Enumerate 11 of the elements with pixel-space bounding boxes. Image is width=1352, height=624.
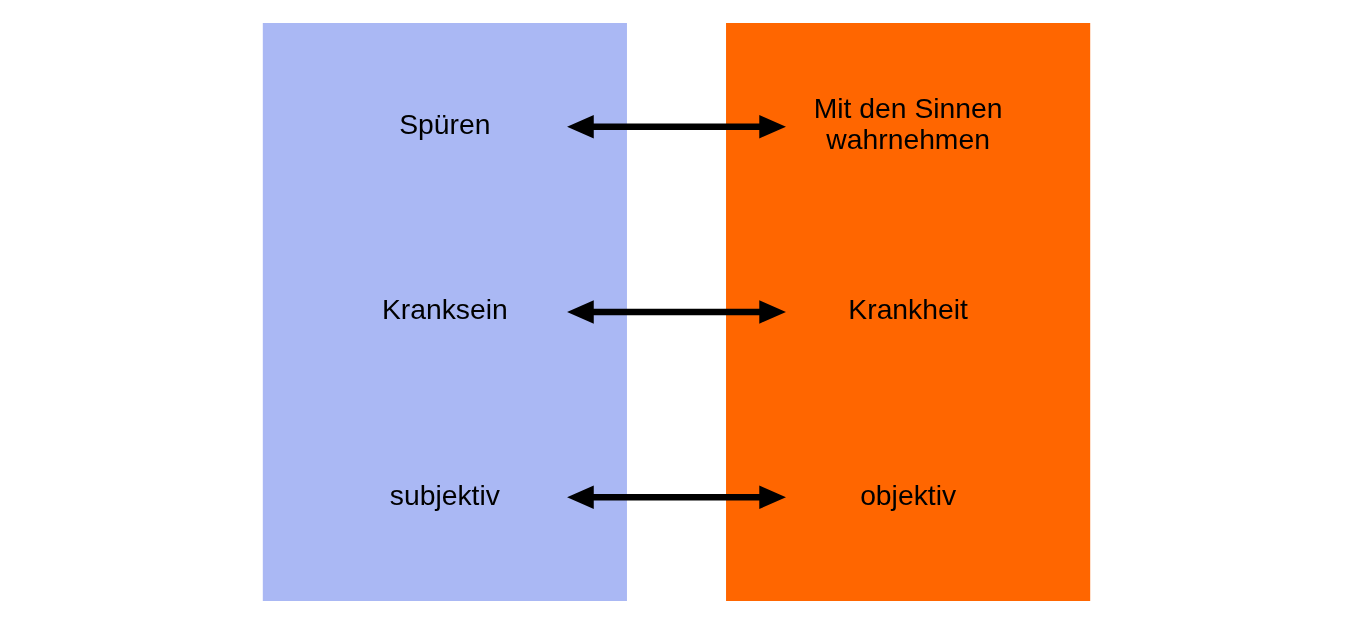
node-text: Kranksein: [381, 293, 508, 326]
node-text: Spüren: [398, 107, 490, 140]
arrow: [566, 485, 786, 509]
cluster: [262, 23, 627, 601]
node-text: subjektiv: [389, 478, 500, 511]
node-text: Krankheit: [847, 293, 968, 326]
arrow: [566, 115, 786, 139]
cluster: [725, 23, 1090, 601]
node-text: Mit den Sinnen wahrnehmen: [813, 92, 1003, 156]
arrow: [566, 300, 786, 324]
node-text: objektiv: [859, 478, 956, 511]
